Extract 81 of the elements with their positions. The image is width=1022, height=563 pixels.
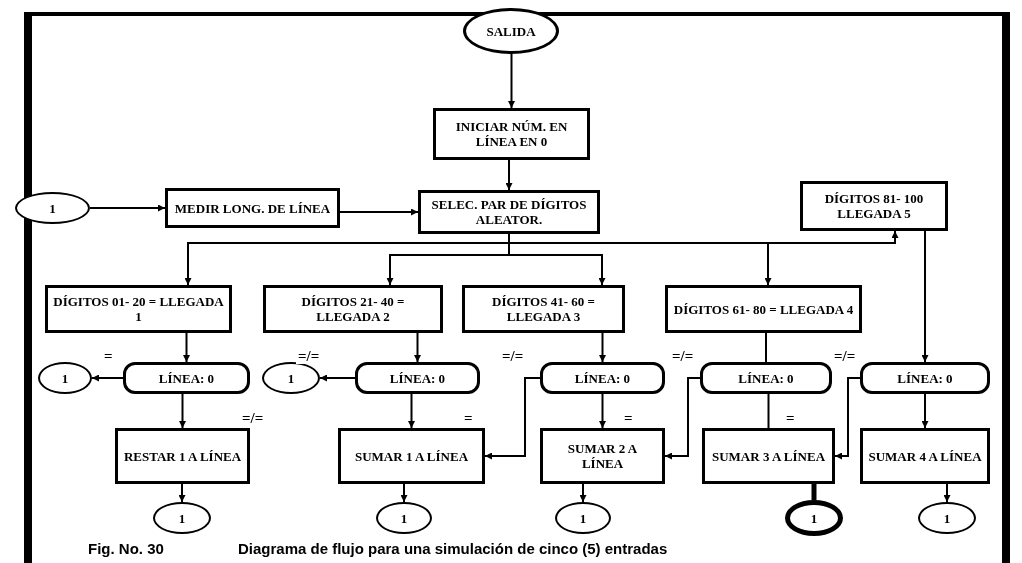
connector-circle bbox=[153, 502, 211, 534]
node-label: DÍGITOS 21- 40 = LLEGADA 2 bbox=[300, 294, 406, 324]
node-label: 1 bbox=[579, 510, 587, 526]
node-label: DÍGITOS 41- 60 = LLEGADA 3 bbox=[491, 294, 596, 324]
arrow bbox=[183, 332, 190, 363]
node-label: SALIDA bbox=[486, 23, 536, 39]
process-box bbox=[702, 428, 835, 484]
edge-label: =/= bbox=[500, 348, 526, 364]
arrow bbox=[508, 53, 515, 109]
decision-box bbox=[123, 362, 250, 394]
process-box bbox=[165, 188, 340, 228]
arrow bbox=[505, 159, 513, 191]
node-label: 1 bbox=[400, 510, 408, 526]
arrow bbox=[408, 393, 415, 429]
decision-box bbox=[860, 362, 990, 394]
caption: Diagrama de flujo para una simulación de cinco (5) entradas bbox=[238, 540, 668, 558]
process-box bbox=[418, 190, 600, 234]
arrow bbox=[89, 204, 166, 212]
process-box bbox=[263, 285, 443, 333]
node-label: SUMAR 2 A LÍNEA bbox=[566, 441, 639, 471]
edge-label: =/= bbox=[240, 410, 266, 426]
arrow bbox=[319, 374, 356, 382]
process-box bbox=[540, 428, 665, 484]
node-label: INICIAR NÚM. EN LÍNEA EN 0 bbox=[454, 119, 569, 149]
arrow bbox=[400, 483, 408, 503]
arrow bbox=[921, 230, 929, 363]
node-label: 1 bbox=[49, 200, 56, 216]
decision-box bbox=[700, 362, 832, 394]
process-box bbox=[665, 285, 862, 333]
node-label: LÍNEA: 0 bbox=[158, 370, 215, 386]
node-label: LÍNEA: 0 bbox=[389, 370, 446, 386]
process-box bbox=[462, 285, 625, 333]
arrow bbox=[943, 483, 951, 503]
node-label: SUMAR 4 A LÍNEA bbox=[868, 448, 982, 464]
arrow bbox=[91, 374, 124, 382]
process-box bbox=[860, 428, 990, 484]
node-label: SUMAR 3 A LÍNEA bbox=[711, 448, 825, 464]
node-label: DÍGITOS 01- 20 = LLEGADA 1 bbox=[52, 294, 225, 324]
arrow bbox=[339, 208, 419, 216]
arrow bbox=[921, 393, 929, 429]
arrow bbox=[834, 377, 861, 460]
arrow bbox=[414, 332, 421, 363]
arrow bbox=[484, 377, 541, 460]
connector-circle bbox=[555, 502, 611, 534]
node-label: RESTAR 1 A LÍNEA bbox=[123, 448, 242, 464]
node-label: 1 bbox=[810, 510, 818, 526]
arrow bbox=[178, 483, 186, 503]
node-label: SUMAR 1 A LÍNEA bbox=[354, 448, 468, 464]
edge-label: =/= bbox=[296, 348, 322, 364]
process-box bbox=[338, 428, 485, 484]
process-box bbox=[115, 428, 250, 484]
node-label: LÍNEA: 0 bbox=[574, 370, 631, 386]
connector-circle bbox=[38, 362, 92, 394]
node-label: LÍNEA: 0 bbox=[897, 370, 953, 386]
connector-circle bbox=[376, 502, 432, 534]
edge-label: =/= bbox=[670, 348, 696, 364]
arrow bbox=[599, 332, 606, 363]
connector-circle bbox=[785, 500, 843, 536]
arrow bbox=[664, 377, 701, 460]
decision-box bbox=[355, 362, 480, 394]
arrow bbox=[599, 393, 606, 429]
node-label: LÍNEA: 0 bbox=[738, 370, 794, 386]
node-label: SELEC. PAR DE DÍGITOS ALEATOR. bbox=[430, 197, 588, 227]
process-box bbox=[433, 108, 590, 160]
node-label: MEDIR LONG. DE LÍNEA bbox=[174, 200, 331, 216]
arrow bbox=[579, 483, 587, 503]
node-label: 1 bbox=[61, 370, 69, 386]
edge-label: =/= bbox=[832, 348, 858, 364]
node-label: 1 bbox=[287, 370, 295, 386]
arrow bbox=[508, 230, 899, 244]
figure-number: Fig. No. 30 bbox=[88, 540, 164, 558]
arrow bbox=[179, 393, 186, 429]
process-box bbox=[800, 181, 948, 231]
connector-circle bbox=[262, 362, 320, 394]
process-box bbox=[45, 285, 232, 333]
node-label: 1 bbox=[943, 510, 951, 526]
node-label: 1 bbox=[178, 510, 186, 526]
node-label: DÍGITOS 61- 80 = LLEGADA 4 bbox=[673, 301, 854, 317]
connector-circle bbox=[918, 502, 976, 534]
decision-box bbox=[540, 362, 665, 394]
node-label: DÍGITOS 81- 100 LLEGADA 5 bbox=[823, 191, 925, 221]
